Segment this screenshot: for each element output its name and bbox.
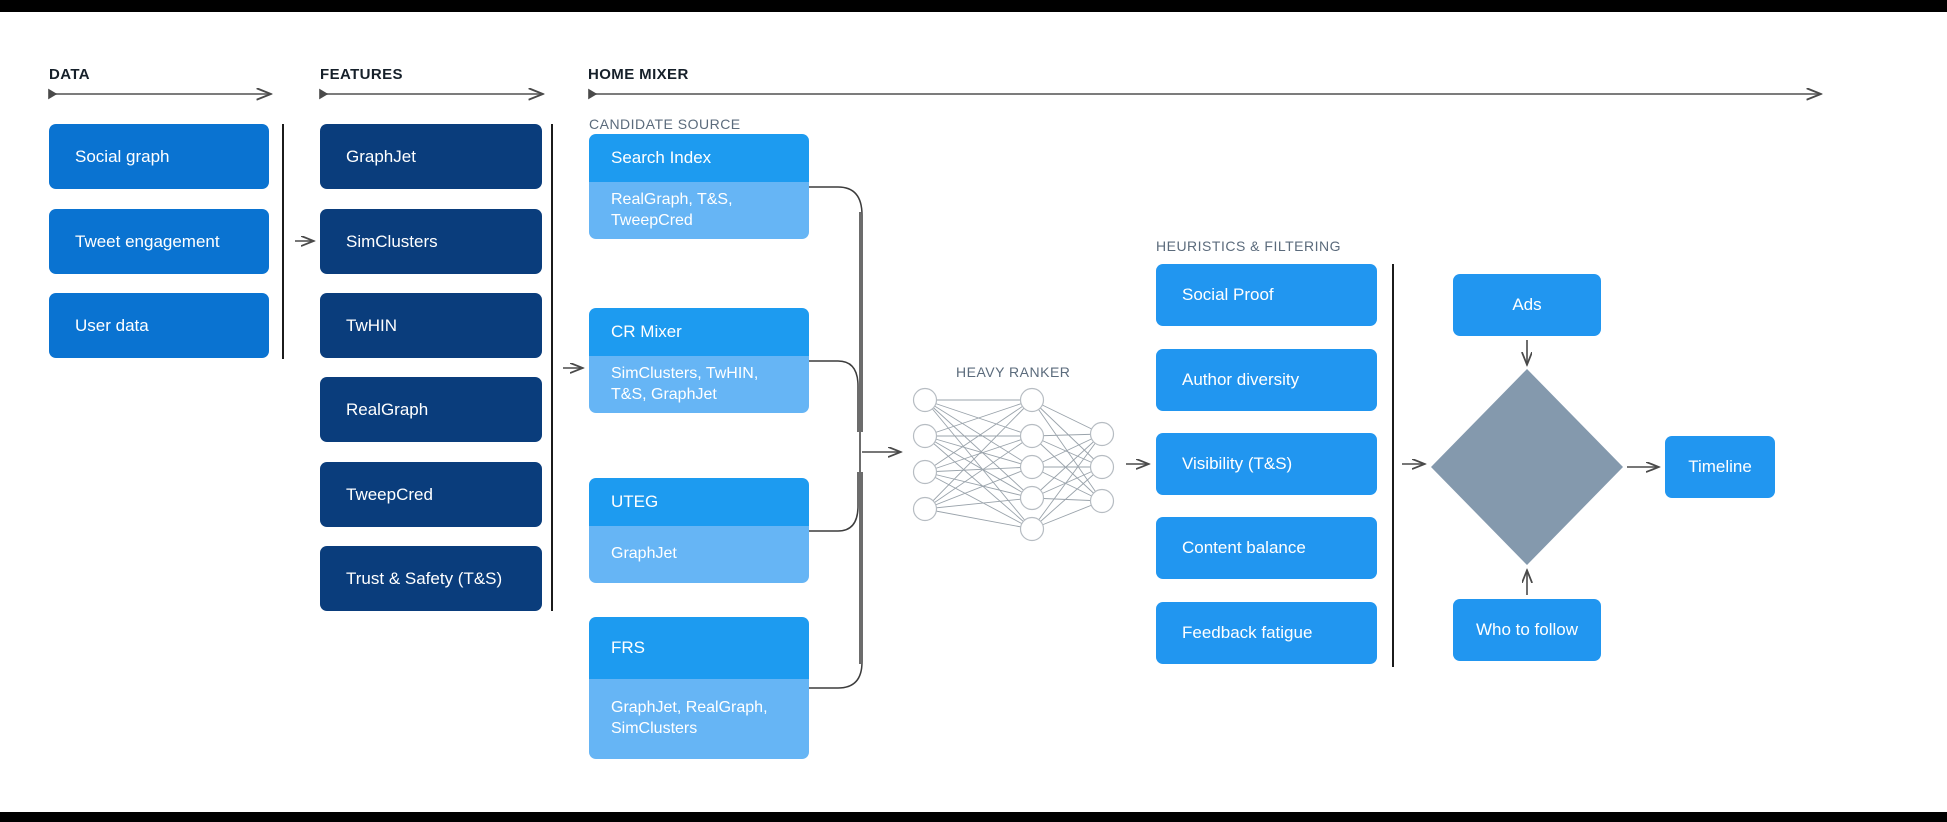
input-node (912, 459, 938, 485)
section-header-heuristics: HEURISTICS & FILTERING (1156, 238, 1341, 254)
feature-box-twhin[interactable]: TwHIN (320, 293, 542, 358)
heavy-ranker-nodes (912, 387, 1115, 542)
data-box-label: User data (75, 315, 149, 335)
output-box-label: Ads (1512, 295, 1542, 315)
candidate-source-uteg[interactable]: UTEG GraphJet (589, 478, 809, 583)
feature-box-label: Trust & Safety (T&S) (346, 568, 503, 588)
heuristic-box-visibility[interactable]: Visibility (T&S) (1156, 433, 1377, 495)
bottom-letterbox-bar (0, 812, 1947, 822)
candidate-source-bus (809, 186, 863, 689)
heuristic-box-label: Visibility (T&S) (1182, 454, 1293, 474)
data-box-label: Social graph (75, 146, 170, 166)
diagram-canvas: DATA FEATURES HOME MIXER CANDIDATE SOURC… (0, 12, 1947, 812)
divider-heuristics-mixing (1392, 264, 1394, 667)
candidate-source-search-index[interactable]: Search Index RealGraph, T&S, TweepCred (589, 134, 809, 239)
mixing-diamond-label: Mixing (1502, 457, 1552, 476)
candidate-source-title: FRS (589, 617, 809, 679)
hidden-node (1019, 423, 1045, 449)
feature-box-trust-safety[interactable]: Trust & Safety (T&S) (320, 546, 542, 611)
output-node (1089, 421, 1115, 447)
data-box-label: Tweet engagement (75, 231, 220, 251)
output-node (1089, 488, 1115, 514)
output-box-label: Timeline (1688, 457, 1752, 477)
feature-box-label: RealGraph (346, 399, 429, 419)
heuristic-box-social-proof[interactable]: Social Proof (1156, 264, 1377, 326)
heuristic-box-label: Social Proof (1182, 285, 1274, 305)
section-header-candidate-source: CANDIDATE SOURCE (589, 116, 741, 132)
feature-box-label: TwHIN (346, 315, 397, 335)
section-header-features: FEATURES (320, 66, 403, 83)
input-node (912, 496, 938, 522)
heuristic-box-label: Content balance (1182, 538, 1306, 558)
data-box-user-data[interactable]: User data (49, 293, 269, 358)
candidate-source-features: SimClusters, TwHIN, T&S, GraphJet (589, 356, 809, 413)
candidate-source-cr-mixer[interactable]: CR Mixer SimClusters, TwHIN, T&S, GraphJ… (589, 308, 809, 413)
hidden-node (1019, 485, 1045, 511)
connector-overlay (0, 12, 1947, 689)
feature-box-realgraph[interactable]: RealGraph (320, 377, 542, 442)
feature-box-label: SimClusters (346, 231, 438, 251)
candidate-source-title: Search Index (589, 134, 809, 182)
feature-box-graphjet[interactable]: GraphJet (320, 124, 542, 189)
input-node (912, 387, 938, 413)
output-box-who-to-follow[interactable]: Who to follow (1453, 599, 1601, 661)
output-box-ads[interactable]: Ads (1453, 274, 1601, 336)
output-box-label: Who to follow (1475, 620, 1579, 640)
heavy-ranker-network (924, 399, 1103, 530)
section-header-data: DATA (49, 66, 91, 83)
feature-box-simclusters[interactable]: SimClusters (320, 209, 542, 274)
hidden-node (1019, 454, 1045, 480)
candidate-source-title: CR Mixer (589, 308, 809, 356)
hidden-node (1019, 516, 1045, 542)
heuristic-box-label: Author diversity (1182, 370, 1300, 390)
output-box-timeline[interactable]: Timeline (1665, 436, 1775, 498)
feature-box-label: GraphJet (346, 146, 416, 166)
heuristic-box-author-diversity[interactable]: Author diversity (1156, 349, 1377, 411)
divider-features-homemixer (551, 124, 553, 611)
data-box-tweet-engagement[interactable]: Tweet engagement (49, 209, 269, 274)
heuristic-box-content-balance[interactable]: Content balance (1156, 517, 1377, 579)
feature-box-label: TweepCred (346, 484, 433, 504)
feature-box-tweepcred[interactable]: TweepCred (320, 462, 542, 527)
input-node (912, 423, 938, 449)
heuristic-box-label: Feedback fatigue (1182, 623, 1313, 643)
data-box-social-graph[interactable]: Social graph (49, 124, 269, 189)
section-header-home-mixer: HOME MIXER (588, 66, 689, 83)
candidate-source-features: GraphJet, RealGraph, SimClusters (589, 679, 809, 759)
section-header-heavy-ranker: HEAVY RANKER (956, 364, 1071, 380)
output-node (1089, 454, 1115, 480)
candidate-source-features: RealGraph, T&S, TweepCred (589, 182, 809, 239)
candidate-source-frs[interactable]: FRS GraphJet, RealGraph, SimClusters (589, 617, 809, 759)
hidden-node (1019, 387, 1045, 413)
top-letterbox-bar (0, 0, 1947, 12)
candidate-source-title: UTEG (589, 478, 809, 526)
candidate-source-features: GraphJet (589, 526, 809, 583)
heuristic-box-feedback-fatigue[interactable]: Feedback fatigue (1156, 602, 1377, 664)
divider-data-features (282, 124, 284, 359)
